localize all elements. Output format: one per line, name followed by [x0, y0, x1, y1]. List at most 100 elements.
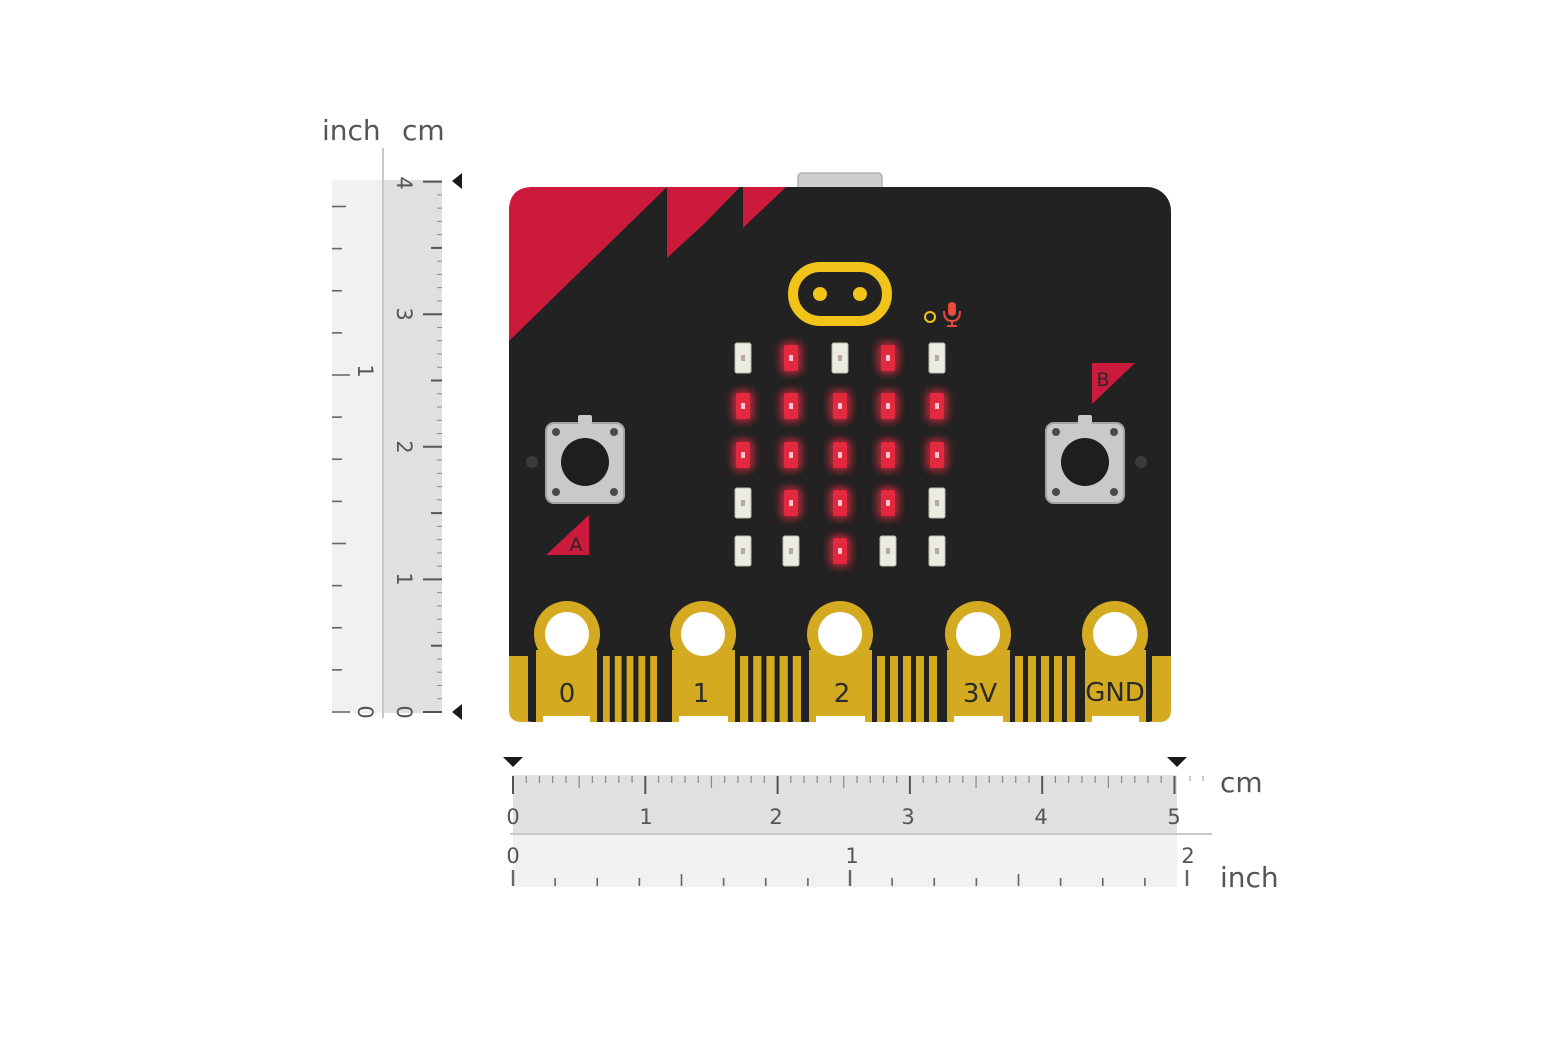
- pin-0-hole: [545, 612, 589, 656]
- logo-eye-left: [813, 287, 827, 301]
- logo-eye-right: [853, 287, 867, 301]
- led-die: [935, 452, 939, 458]
- button-b-notch: [1078, 415, 1092, 424]
- edge-connector-strip: [740, 656, 749, 722]
- edge-connector-strip: [1041, 656, 1049, 722]
- led-die: [886, 452, 890, 458]
- pin-gnd-label: GND: [1085, 678, 1145, 708]
- edge-tooth: [1092, 716, 1139, 722]
- led-die: [789, 452, 793, 458]
- edge-connector-strip: [626, 656, 634, 722]
- button-b-press: [1061, 438, 1109, 486]
- led-die: [935, 355, 939, 361]
- vertical-cm-tick-2: 2: [392, 440, 416, 453]
- edge-tooth: [816, 716, 865, 722]
- edge-tooth: [954, 716, 1003, 722]
- button-b-triangle: [1092, 363, 1135, 404]
- edge-connector-strip: [903, 656, 911, 722]
- button-a-corner-tr: [610, 428, 618, 436]
- pin-gnd-hole: [1093, 612, 1137, 656]
- pin-2-label: 2: [834, 679, 851, 709]
- led-r4-c4: [877, 487, 899, 519]
- pin-gnd[interactable]: GND: [1082, 601, 1148, 722]
- horizontal-ruler: 0 1 2 3 4 5 0 1 2 cm inch: [503, 757, 1279, 894]
- top-dimension-marker: [452, 173, 462, 189]
- horizontal-ruler-cm-strip: [513, 775, 1177, 834]
- led-die: [789, 548, 793, 554]
- right-dimension-marker: [1167, 757, 1187, 767]
- led-die: [838, 403, 842, 409]
- red-stripe-middle: [667, 187, 740, 258]
- vertical-ruler-inch-ticks: [332, 205, 350, 713]
- pin-3v[interactable]: 3V: [945, 601, 1011, 722]
- led-r4-c5: [928, 487, 946, 519]
- edge-connector-strip: [753, 656, 762, 722]
- button-a-mount-hole: [526, 456, 538, 468]
- led-matrix: [732, 342, 948, 567]
- pin-0[interactable]: 0: [534, 601, 600, 722]
- led-r5-c3: [829, 535, 851, 567]
- edge-connector-strip: [650, 656, 657, 722]
- logo-touch-sensor[interactable]: [788, 262, 892, 326]
- edge-connector-strip: [638, 656, 646, 722]
- led-r1-c2: [780, 342, 802, 374]
- horizontal-cm-tick-1: 1: [639, 805, 652, 829]
- edge-connector-strip: [766, 656, 775, 722]
- pin-1-hole: [681, 612, 725, 656]
- led-die: [741, 500, 745, 506]
- edge-tooth: [679, 716, 728, 722]
- pin-3v-hole: [956, 612, 1000, 656]
- led-die: [838, 548, 842, 554]
- pin-2[interactable]: 2: [807, 601, 873, 722]
- led-die: [886, 355, 890, 361]
- left-dimension-marker: [503, 757, 523, 767]
- led-r2-c4: [877, 390, 899, 422]
- led-r4-c3: [829, 487, 851, 519]
- edge-connector-strip: [1028, 656, 1036, 722]
- led-r2-c3: [829, 390, 851, 422]
- edge-left-cap: [509, 656, 528, 722]
- vertical-cm-tick-0: 0: [392, 705, 416, 718]
- edge-connector: [509, 656, 1171, 722]
- horizontal-cm-tick-0: 0: [506, 805, 519, 829]
- led-die: [886, 548, 890, 554]
- button-b[interactable]: [1045, 415, 1147, 504]
- vertical-cm-tick-3: 3: [392, 307, 416, 320]
- button-b-mount-hole: [1135, 456, 1147, 468]
- led-r5-c2: [782, 535, 800, 567]
- edge-connector-strip: [1015, 656, 1023, 722]
- edge-connector-strip: [1054, 656, 1062, 722]
- edge-connector-strips: [603, 656, 1075, 722]
- button-a-notch: [578, 415, 592, 424]
- led-die: [935, 548, 939, 554]
- led-r2-c2: [780, 390, 802, 422]
- led-die: [741, 452, 745, 458]
- button-a-corner-bl: [552, 488, 560, 496]
- led-die: [789, 355, 793, 361]
- horizontal-cm-tick-3: 3: [901, 805, 914, 829]
- led-r5-c5: [928, 535, 946, 567]
- red-corner-stripes: [509, 187, 786, 341]
- button-b-corner-br: [1110, 488, 1118, 496]
- edge-connector-strip: [603, 656, 610, 722]
- horizontal-cm-tick-5: 5: [1167, 805, 1180, 829]
- edge-connector-strip: [929, 656, 937, 722]
- led-die: [935, 500, 939, 506]
- led-r3-c3: [829, 439, 851, 471]
- vertical-ruler: 0 1 2 3 4 0 1 inch cm: [322, 114, 462, 720]
- button-a-press: [561, 438, 609, 486]
- horizontal-inch-tick-1: 1: [845, 844, 858, 868]
- button-a[interactable]: [526, 415, 625, 504]
- led-r5-c1: [734, 535, 752, 567]
- pin-1[interactable]: 1: [670, 601, 736, 722]
- vertical-ruler-inch-strip: [332, 180, 382, 713]
- edge-connector-strip: [779, 656, 788, 722]
- led-r1-c5: [928, 342, 946, 374]
- horizontal-ruler-cm-ticks: [512, 776, 1204, 794]
- vertical-ruler-cm-ticks: [423, 180, 442, 713]
- led-die: [838, 452, 842, 458]
- button-b-corner-bl: [1052, 488, 1060, 496]
- led-die: [838, 500, 842, 506]
- pin-2-hole: [818, 612, 862, 656]
- vertical-cm-unit-label: cm: [402, 114, 445, 147]
